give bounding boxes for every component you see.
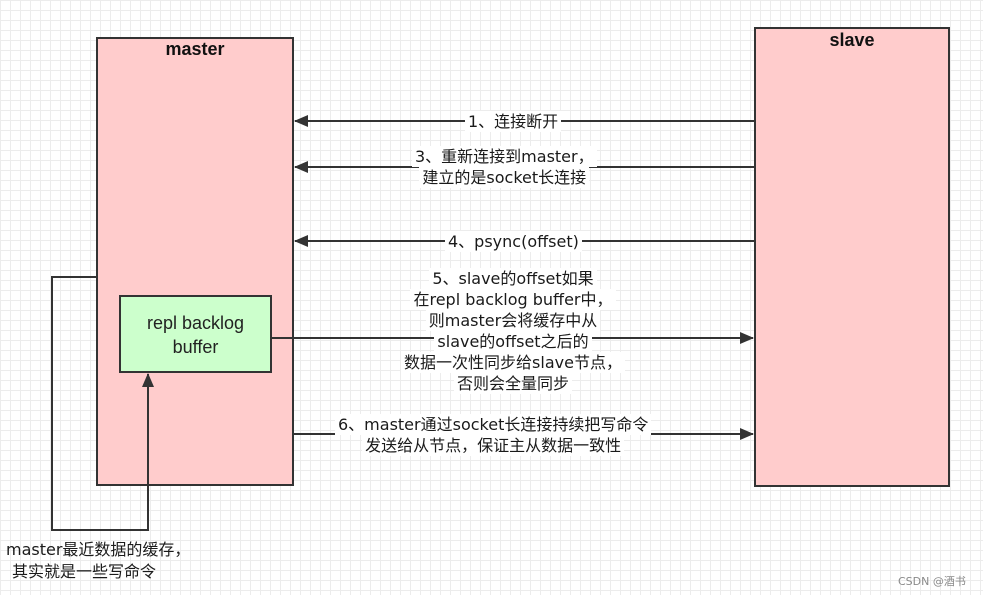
message-1-line1: 1、连接断开 <box>465 111 562 132</box>
backlog-label: repl backlog buffer <box>120 311 271 359</box>
master-box <box>96 37 294 486</box>
backlog-note: master最近数据的缓存， 其实就是一些写命令 <box>6 539 190 583</box>
slave-box <box>754 27 950 487</box>
backlog-note-line1: master最近数据的缓存， <box>6 540 191 559</box>
watermark: CSDN @酒书 <box>898 575 966 588</box>
message-5-line1: 5、slave的offset如果 <box>429 268 597 289</box>
message-4-line1: 4、psync(offset) <box>445 231 582 252</box>
message-5-line2: 在repl backlog buffer中， <box>410 289 616 310</box>
backlog-label-line2: buffer <box>172 337 219 357</box>
message-3-line1: 3、重新连接到master， <box>412 146 597 167</box>
message-6: 6、master通过socket长连接持续把写命令 发送给从节点，保证主从数据一… <box>335 414 652 456</box>
message-5-line4: slave的offset之后的 <box>434 331 592 352</box>
message-4: 4、psync(offset) <box>445 231 582 252</box>
message-1: 1、连接断开 <box>465 111 562 132</box>
backlog-box <box>119 295 272 373</box>
message-5-line3: 则master会将缓存中从 <box>425 310 601 331</box>
message-3-line2: 建立的是socket长连接 <box>419 167 590 188</box>
message-6-line1: 6、master通过socket长连接持续把写命令 <box>335 414 652 435</box>
message-5: 5、slave的offset如果 在repl backlog buffer中， … <box>378 268 648 394</box>
arrow-backlog-feed <box>51 276 154 531</box>
message-6-line2: 发送给从节点，保证主从数据一致性 <box>362 435 625 456</box>
slave-title: slave <box>829 30 875 50</box>
backlog-label-line1: repl backlog <box>146 313 245 333</box>
message-5-line5: 数据一次性同步给slave节点， <box>401 352 625 373</box>
master-title: master <box>165 39 225 59</box>
message-3: 3、重新连接到master， 建立的是socket长连接 <box>412 146 597 188</box>
backlog-note-line2: 其实就是一些写命令 <box>12 562 157 581</box>
message-5-line6: 否则会全量同步 <box>453 373 572 394</box>
